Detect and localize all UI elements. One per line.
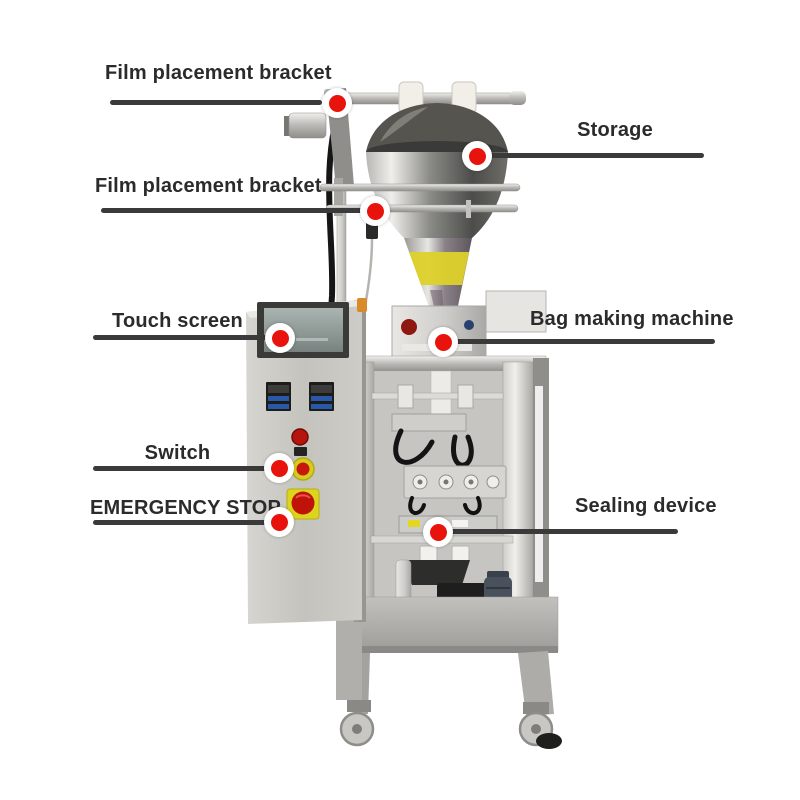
pilot-light-base: [294, 447, 307, 456]
former-section: [371, 370, 504, 468]
marker-dot-core: [271, 329, 289, 347]
marker-dot-storage: [462, 141, 492, 171]
marker-dot-core: [366, 202, 384, 220]
seal-cable-right: [463, 496, 482, 515]
marker-dot-film-placement-bracket-top: [322, 88, 352, 118]
shaft-end-right: [509, 91, 526, 105]
caster-hub-right: [531, 724, 541, 734]
label-bag-making-machine: Bag making machine: [530, 308, 734, 330]
leg-right: [518, 651, 554, 716]
switch-button-core: [296, 462, 310, 476]
marker-dot-film-placement-bracket-lower: [360, 196, 390, 226]
base-body: [343, 596, 559, 652]
leader-line-film-placement-bracket-top: [110, 100, 322, 105]
estop-highlight: [295, 494, 311, 499]
clamp-right: [457, 384, 474, 409]
marker-dot-core: [270, 513, 288, 531]
label-film-placement-bracket-top: Film placement bracket: [105, 62, 332, 84]
jaw-bolt-4: [486, 475, 500, 489]
base-edge: [344, 646, 558, 653]
label-switch: Switch: [144, 442, 211, 464]
head-knob-blue: [464, 320, 474, 330]
leader-line-touch-screen: [93, 335, 267, 340]
light-strip: [535, 386, 543, 582]
pilot-light: [291, 428, 309, 446]
seal-bar-label-white-2: [452, 520, 468, 527]
label-touch-screen: Touch screen: [112, 310, 243, 332]
controller-label-left-1: [268, 396, 289, 401]
dome-highlight: [380, 107, 428, 142]
marker-dot-core: [270, 459, 288, 477]
seal-cable-left: [408, 496, 426, 515]
rubber-foot: [536, 733, 562, 749]
controller-label-right-1: [311, 396, 332, 401]
head-knob-red: [401, 319, 417, 335]
caster-mount-left: [347, 700, 371, 712]
bolt-center-2: [443, 479, 449, 485]
lower-clamp: [402, 560, 470, 585]
side-bracket: [485, 290, 547, 333]
controller-label-left-2: [268, 404, 289, 409]
controller-label-right-2: [311, 404, 332, 409]
leader-line-switch: [93, 466, 267, 471]
support-rail-upper: [319, 183, 521, 192]
screen-toolbar: [296, 338, 328, 341]
cone-yellow-band: [409, 252, 469, 285]
side-cylinder: [288, 112, 327, 139]
leader-line-storage: [488, 153, 704, 158]
leader-line-emergency-stop: [93, 520, 267, 525]
rail-bracket: [334, 178, 343, 216]
bolt-center-1: [417, 479, 423, 485]
marker-dot-core: [328, 94, 346, 112]
label-sealing-device: Sealing device: [575, 495, 717, 517]
rail-fitting-2: [466, 200, 471, 218]
label-film-placement-bracket-lower: Film placement bracket: [95, 175, 322, 197]
storage-bowl: [366, 152, 508, 238]
marker-dot-core: [429, 523, 447, 541]
hose-left: [393, 428, 435, 465]
label-emergency-stop: EMERGENCY STOP: [90, 497, 281, 519]
roller-shaft: [329, 92, 523, 105]
bag-making-head: [391, 290, 547, 359]
leader-line-sealing-device: [449, 529, 678, 534]
caster-mount-right: [523, 702, 549, 714]
label-storage: Storage: [577, 119, 653, 141]
marker-dot-touch-screen: [265, 323, 295, 353]
controller-display-left: [268, 385, 289, 393]
leader-line-bag-making-machine: [453, 339, 715, 344]
bolt-center-3: [468, 479, 474, 485]
former-plate: [391, 413, 467, 432]
caster-hub-left: [352, 724, 362, 734]
leader-line-film-placement-bracket-lower: [101, 208, 363, 213]
clamp-left: [397, 384, 414, 409]
controller-display-right: [311, 385, 332, 393]
sealing-jaw-block: [403, 465, 507, 499]
seal-bar-label-yellow: [408, 520, 420, 527]
hose-right: [451, 434, 474, 468]
marker-dot-core: [468, 147, 486, 165]
marker-dot-sealing-device: [423, 517, 453, 547]
cross-rod: [371, 392, 504, 400]
marker-dot-switch: [264, 453, 294, 483]
cabinet-connector: [357, 298, 367, 312]
marker-dot-emergency-stop: [264, 507, 294, 537]
frame-column-right: [502, 361, 534, 601]
storage-dome: [366, 103, 508, 152]
marker-dot-bag-making-machine: [428, 327, 458, 357]
machine-base: [339, 596, 562, 749]
marker-dot-core: [434, 333, 452, 351]
side-cylinder-cap: [284, 116, 292, 136]
